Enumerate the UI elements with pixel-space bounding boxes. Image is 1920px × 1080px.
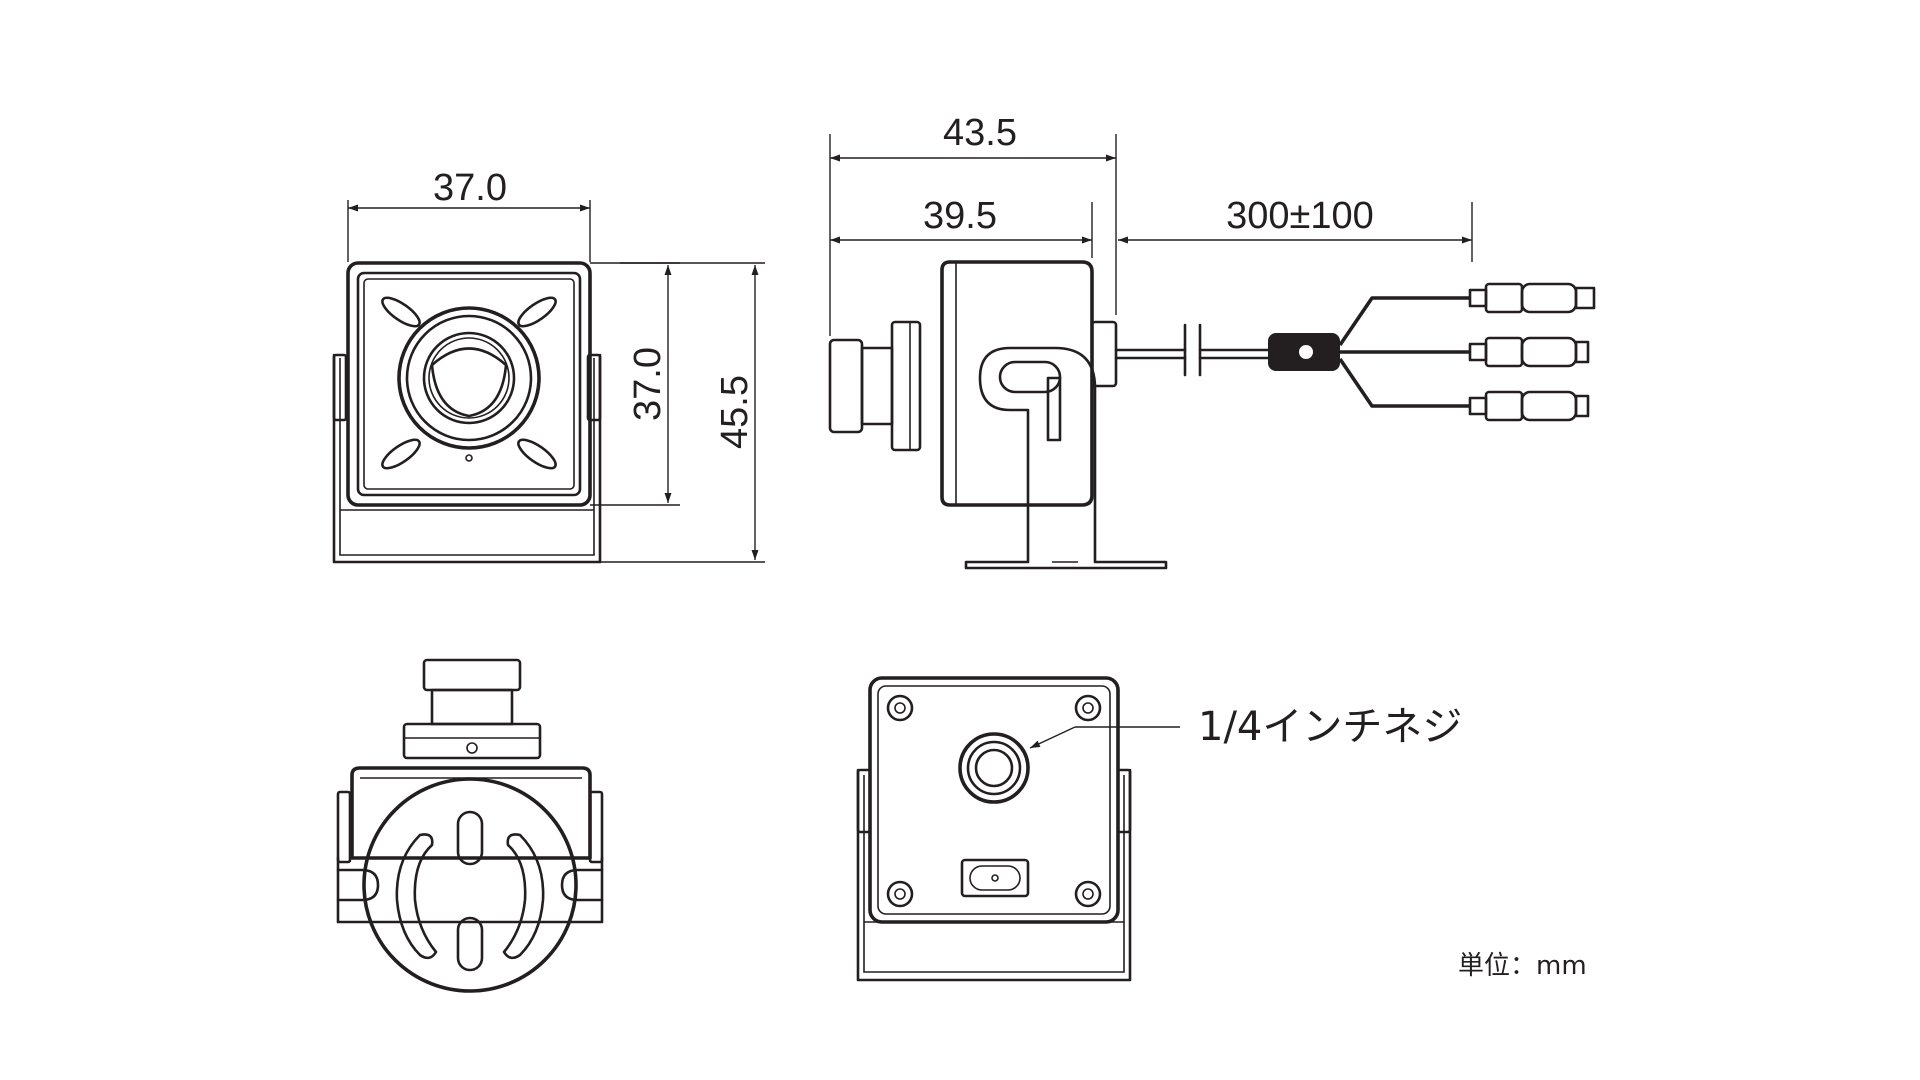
side-dimensions: 43.5 39.5 300±100 bbox=[829, 112, 1473, 336]
dim-front-width: 37.0 bbox=[433, 167, 507, 209]
dim-front-body-height: 37.0 bbox=[627, 347, 669, 421]
dim-front-total-height: 45.5 bbox=[714, 375, 756, 449]
unit-label: 単位：mm bbox=[1458, 951, 1587, 981]
dim-side-total-length: 43.5 bbox=[943, 112, 1017, 154]
rear-view: 1/4インチネジ bbox=[856, 676, 1462, 982]
bnc-connector bbox=[1468, 282, 1596, 314]
bottom-view bbox=[336, 658, 604, 993]
dim-side-body-length: 39.5 bbox=[923, 195, 997, 237]
dim-cable-length: 300±100 bbox=[1226, 195, 1374, 237]
front-view bbox=[332, 261, 602, 564]
audio-connector bbox=[1468, 390, 1590, 422]
screw-label: 1/4インチネジ bbox=[1198, 704, 1462, 750]
side-view bbox=[828, 260, 1596, 570]
power-connector bbox=[1468, 336, 1590, 368]
front-dimensions: 37.0 37.0 45.5 bbox=[347, 167, 765, 563]
